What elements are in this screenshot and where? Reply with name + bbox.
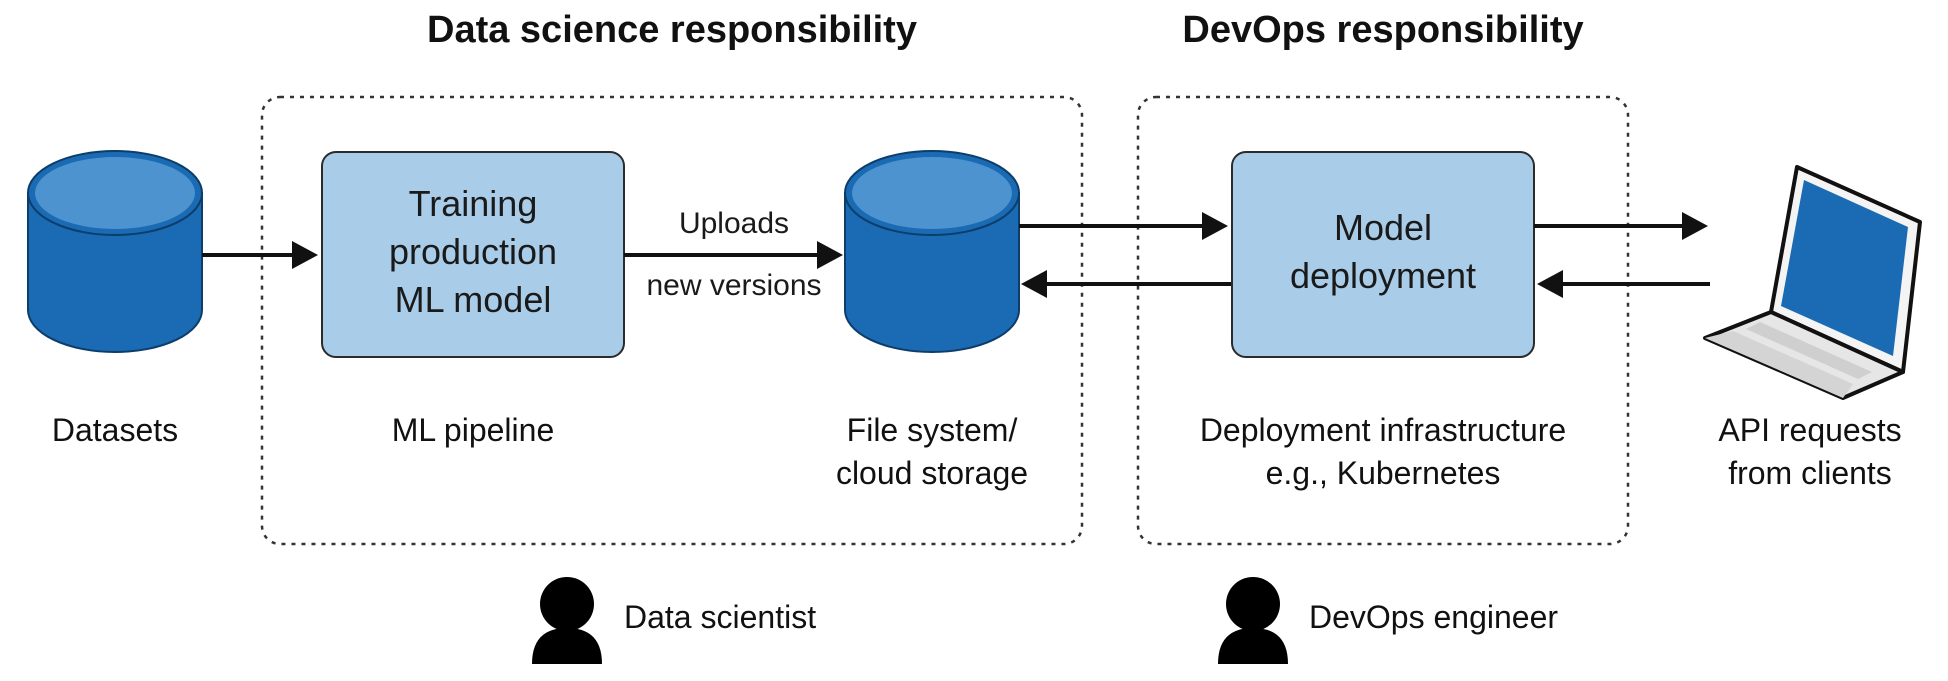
data-scientist-label: Data scientist: [624, 599, 816, 635]
arrow-deployment-to-storage: [1021, 270, 1232, 298]
deployment-box: [1231, 151, 1535, 358]
arrow-deployment-to-clients: [1534, 212, 1708, 240]
clients-label-line-2: from clients: [1728, 455, 1892, 491]
arrow-storage-to-deployment: [1019, 212, 1228, 240]
deployment-line-1: Model: [1334, 207, 1432, 248]
arrow-clients-to-deployment: [1537, 270, 1710, 298]
data-scientist-person-icon: [532, 577, 602, 664]
deployment-line-2: deployment: [1290, 255, 1476, 296]
data-science-title: Data science responsibility: [427, 9, 917, 51]
training-line-2: production: [389, 231, 557, 272]
data-science-region: [260, 95, 1084, 546]
storage-label-line-2: cloud storage: [836, 455, 1028, 491]
clients-label-line-1: API requests: [1718, 412, 1901, 448]
training-line-1: Training: [409, 183, 538, 224]
devops-engineer-label: DevOps engineer: [1309, 599, 1558, 635]
devops-title: DevOps responsibility: [1182, 9, 1583, 51]
storage-database-icon: [844, 150, 1020, 353]
training-line-3: ML model: [395, 279, 552, 320]
arrow-training-to-storage: [624, 241, 843, 269]
deployment-infra-label-line-1: Deployment infrastructure: [1200, 412, 1566, 448]
arrow-datasets-to-training: [202, 241, 318, 269]
ml-pipeline-label: ML pipeline: [392, 412, 554, 448]
storage-label-line-1: File system/: [847, 412, 1018, 448]
deployment-infra-label-line-2: e.g., Kubernetes: [1266, 455, 1501, 491]
devops-engineer-person-icon: [1218, 577, 1288, 664]
datasets-label: Datasets: [52, 412, 178, 448]
datasets-database-icon: [27, 150, 203, 353]
upload-label-line-2: new versions: [646, 269, 821, 302]
laptop-icon: [1703, 165, 1922, 400]
upload-label-line-1: Uploads: [679, 207, 789, 240]
